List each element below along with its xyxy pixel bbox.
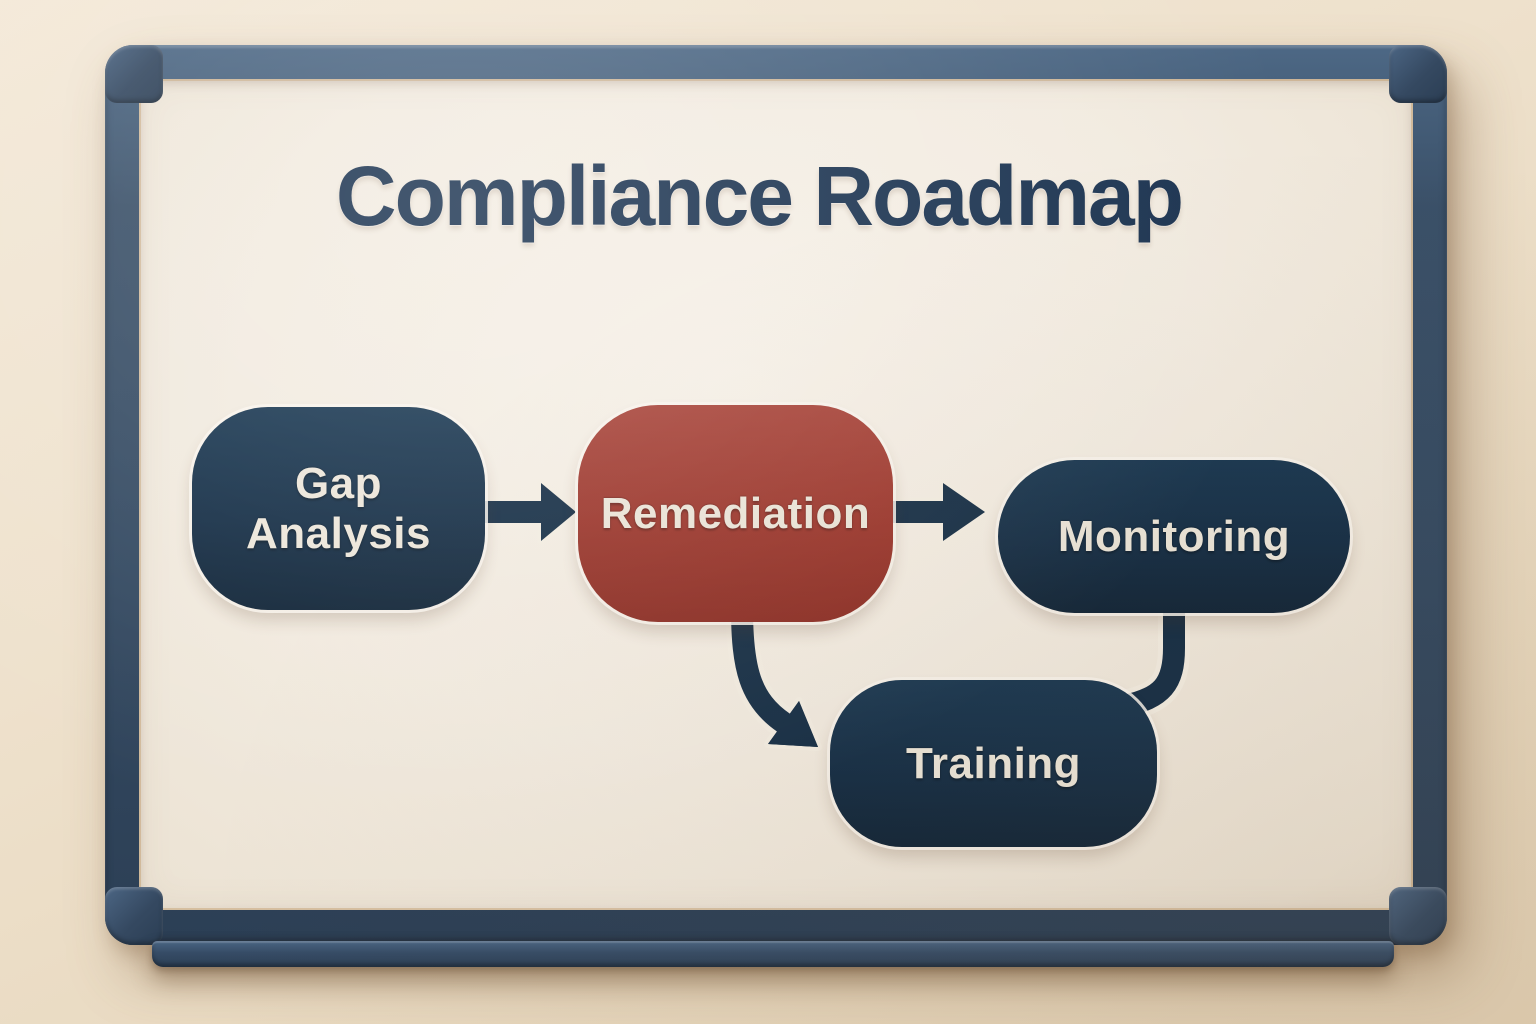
node-remediation-label: Remediation bbox=[600, 488, 871, 538]
node-training-label: Training bbox=[905, 738, 1082, 788]
frame-corner-top-right bbox=[1389, 45, 1447, 103]
marker-tray bbox=[152, 941, 1394, 967]
frame-corner-bottom-right bbox=[1389, 887, 1447, 945]
frame-corner-bottom-left bbox=[105, 887, 163, 945]
frame-corner-top-left bbox=[105, 45, 163, 103]
node-gap-analysis-label: Gap Analysis bbox=[246, 459, 431, 558]
node-remediation: Remediation bbox=[578, 405, 893, 622]
diagram-title: Compliance Roadmap bbox=[335, 149, 1184, 243]
node-monitoring: Monitoring bbox=[998, 460, 1350, 613]
node-gap-analysis: Gap Analysis bbox=[192, 407, 485, 610]
node-monitoring-label: Monitoring bbox=[1057, 511, 1291, 561]
node-training: Training bbox=[830, 680, 1157, 847]
